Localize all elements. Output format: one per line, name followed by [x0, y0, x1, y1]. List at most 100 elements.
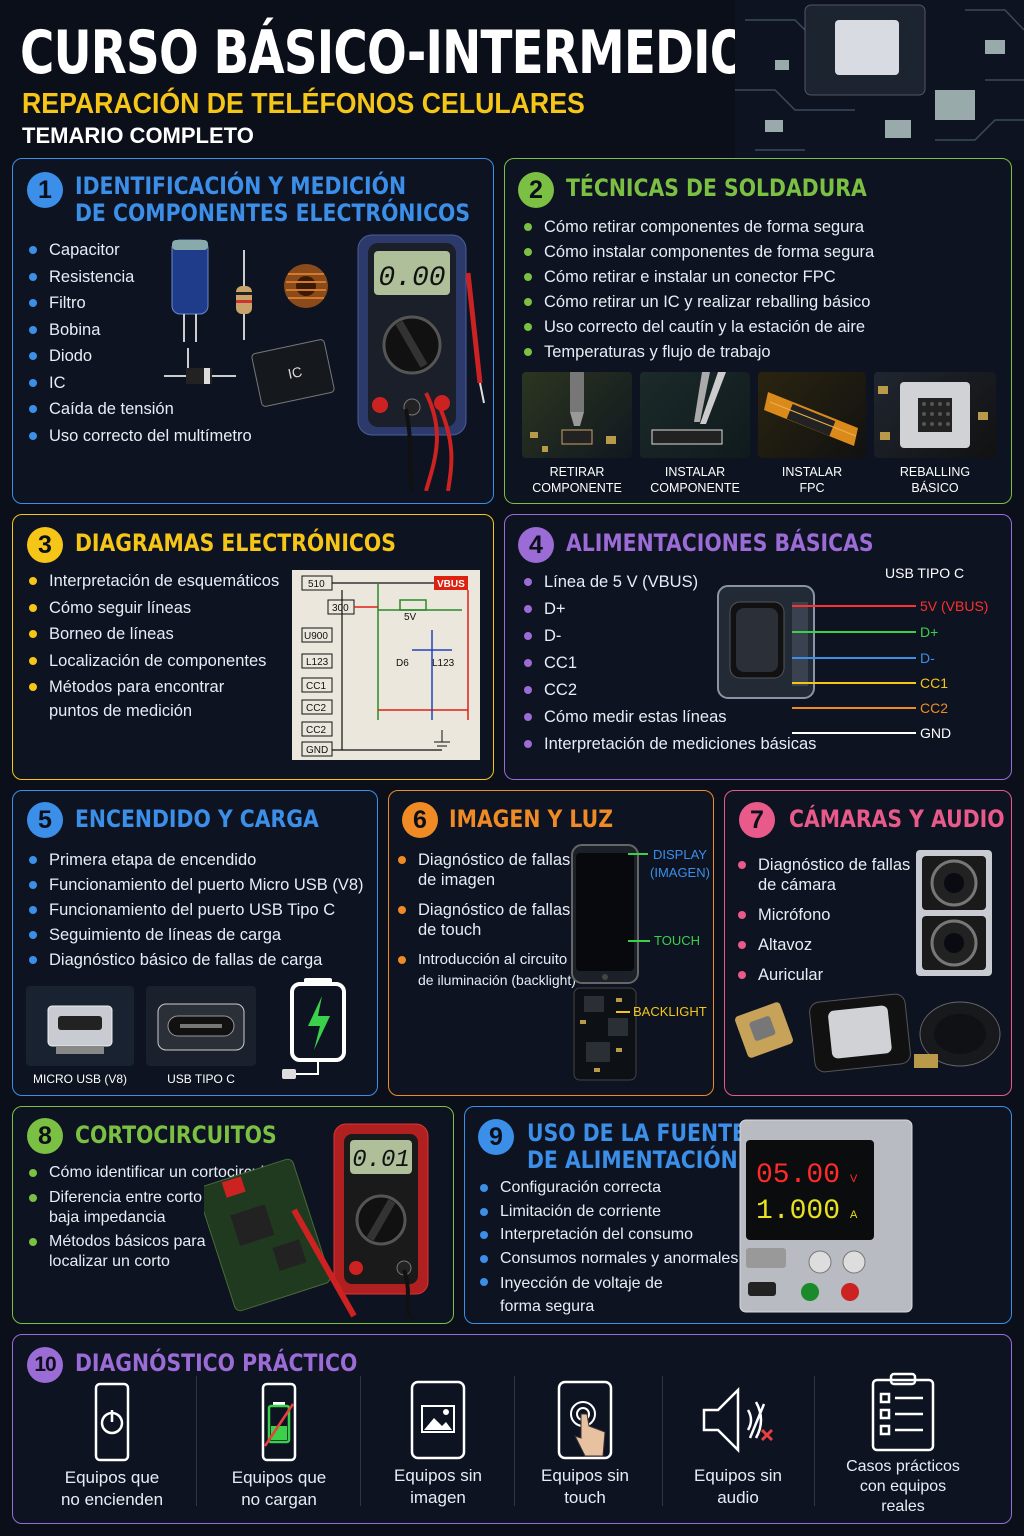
- battery-charging-icon: [282, 978, 346, 1079]
- list-short-circuits: Cómo identificar un cortocircuito Difere…: [27, 1163, 278, 1272]
- list-item: D+: [522, 599, 816, 619]
- svg-text:0.01: 0.01: [352, 1147, 410, 1174]
- svg-text:L123: L123: [306, 657, 329, 668]
- svg-text:510: 510: [308, 579, 325, 590]
- list-item: Cómo retirar componentes de forma segura: [522, 217, 874, 237]
- speaker-icon: [809, 993, 911, 1073]
- phone-display-icon: [571, 844, 639, 984]
- list-item: Configuración correcta: [478, 1178, 738, 1198]
- section-title-5: ENCENDIDO Y CARGA: [75, 805, 319, 833]
- list-item: Interpretación del consumo: [478, 1225, 738, 1245]
- svg-text:A: A: [850, 1209, 858, 1221]
- label-touch: TOUCH: [654, 933, 700, 948]
- list-item: Funcionamiento del puerto Micro USB (V8): [27, 875, 364, 895]
- list-item: Limitación de corriente: [478, 1202, 738, 1222]
- list-item: Localización de componentes: [27, 651, 279, 671]
- divider: [514, 1376, 515, 1506]
- section-title-9-line2: DE ALIMENTACIÓN: [527, 1146, 738, 1174]
- audio-components-icon: [735, 993, 1001, 1073]
- line-gnd: [792, 732, 916, 734]
- battery-phone-icon: [261, 1382, 297, 1462]
- list-item: Línea de 5 V (VBUS): [522, 572, 816, 592]
- power-phone-icon: [94, 1382, 130, 1462]
- line-cc1: [792, 682, 916, 684]
- diode-icon: [164, 348, 236, 384]
- checklist-icon: [871, 1372, 935, 1452]
- section-number-3: 3: [27, 527, 63, 563]
- section-title-10: DIAGNÓSTICO PRÁCTICO: [75, 1349, 358, 1377]
- short-circuit-illustration: 0.01: [204, 1123, 429, 1320]
- components-illustration: IC: [164, 239, 335, 407]
- list-item: Auricular: [736, 965, 910, 985]
- multimeter-icon: 0.00: [357, 234, 485, 491]
- line-5v: [792, 605, 916, 607]
- coil-icon: [284, 264, 328, 308]
- line-dplus: [792, 631, 916, 633]
- svg-text:IC: IC: [286, 363, 303, 382]
- caption-micro-usb: MICRO USB (V8): [32, 1072, 127, 1086]
- list-components: Capacitor Resistencia Filtro Bobina Diod…: [27, 240, 252, 446]
- line-label-cc2: CC2: [920, 700, 949, 716]
- section-title-1-line1: IDENTIFICACIÓN Y MEDICIÓN: [75, 172, 407, 200]
- list-item: Borneo de líneas: [27, 624, 279, 644]
- capacitor-icon: [171, 239, 209, 342]
- list-item: CC1: [522, 653, 816, 673]
- page-title: CURSO BÁSICO-INTERMEDIO: [20, 18, 750, 88]
- page-subtitle: REPARACIÓN DE TELÉFONOS CELULARES: [22, 88, 585, 120]
- panel-image-light: [388, 790, 714, 1096]
- label-display: DISPLAY(IMAGEN): [650, 847, 710, 880]
- list-item: Capacitor: [27, 240, 252, 260]
- section-title-9: USO DE LA FUENTE DE ALIMENTACIÓN: [527, 1120, 746, 1174]
- divider: [360, 1376, 361, 1506]
- section-title-1-line2: DE COMPONENTES ELECTRÓNICOS: [75, 199, 471, 227]
- usb-c-title: USB TIPO C: [885, 565, 965, 581]
- list-item: Filtro: [27, 293, 252, 313]
- list-item: Cómo instalar componentes de forma segur…: [522, 242, 874, 262]
- list-item: CC2: [522, 680, 816, 700]
- list-item: D-: [522, 626, 816, 646]
- list-item: Temperaturas y flujo de trabajo: [522, 342, 874, 362]
- list-item: Diagnóstico básico de fallas de carga: [27, 950, 364, 970]
- section-title-9-line1: USO DE LA FUENTE: [527, 1119, 746, 1147]
- divider: [196, 1376, 197, 1506]
- line-cc2: [792, 707, 916, 709]
- section-number-10: 10: [27, 1347, 63, 1383]
- list-item: Cómo retirar e instalar un conector FPC: [522, 267, 874, 287]
- pointer-backlight: [616, 1011, 630, 1013]
- list-item: Métodos para encontrar: [27, 677, 279, 697]
- svg-text:V: V: [850, 1173, 858, 1185]
- list-item: Primera etapa de encendido: [27, 850, 364, 870]
- photo-remove-component: [522, 372, 632, 458]
- line-label-dminus: D-: [920, 650, 935, 666]
- label-backlight: BACKLIGHT: [633, 1004, 707, 1019]
- list-item: Interpretación de mediciones básicas: [522, 734, 816, 754]
- earpiece-icon: [914, 1001, 1001, 1068]
- list-diagrams: Interpretación de esquemáticos Cómo segu…: [27, 571, 279, 721]
- image-phone-icon: [410, 1380, 466, 1460]
- section-number-5: 5: [27, 802, 63, 838]
- backlight-board-icon: [573, 987, 637, 1081]
- caption-usb-c: USB TIPO C: [167, 1072, 235, 1086]
- power-supply-icon: 05.00 V 1.000 A: [739, 1119, 913, 1313]
- svg-text:300: 300: [332, 603, 349, 614]
- microphone-icon: [735, 1002, 793, 1058]
- panel-power-supply: [464, 1106, 1012, 1324]
- section-title-4: ALIMENTACIONES BÁSICAS: [566, 529, 874, 557]
- svg-text:U900: U900: [304, 631, 328, 642]
- line-dminus: [792, 657, 916, 659]
- line-label-gnd: GND: [920, 725, 952, 741]
- schematic-diagram: 510 300 U900 L123 CC1 CC2 CC2 GND VBUS 5…: [292, 570, 480, 760]
